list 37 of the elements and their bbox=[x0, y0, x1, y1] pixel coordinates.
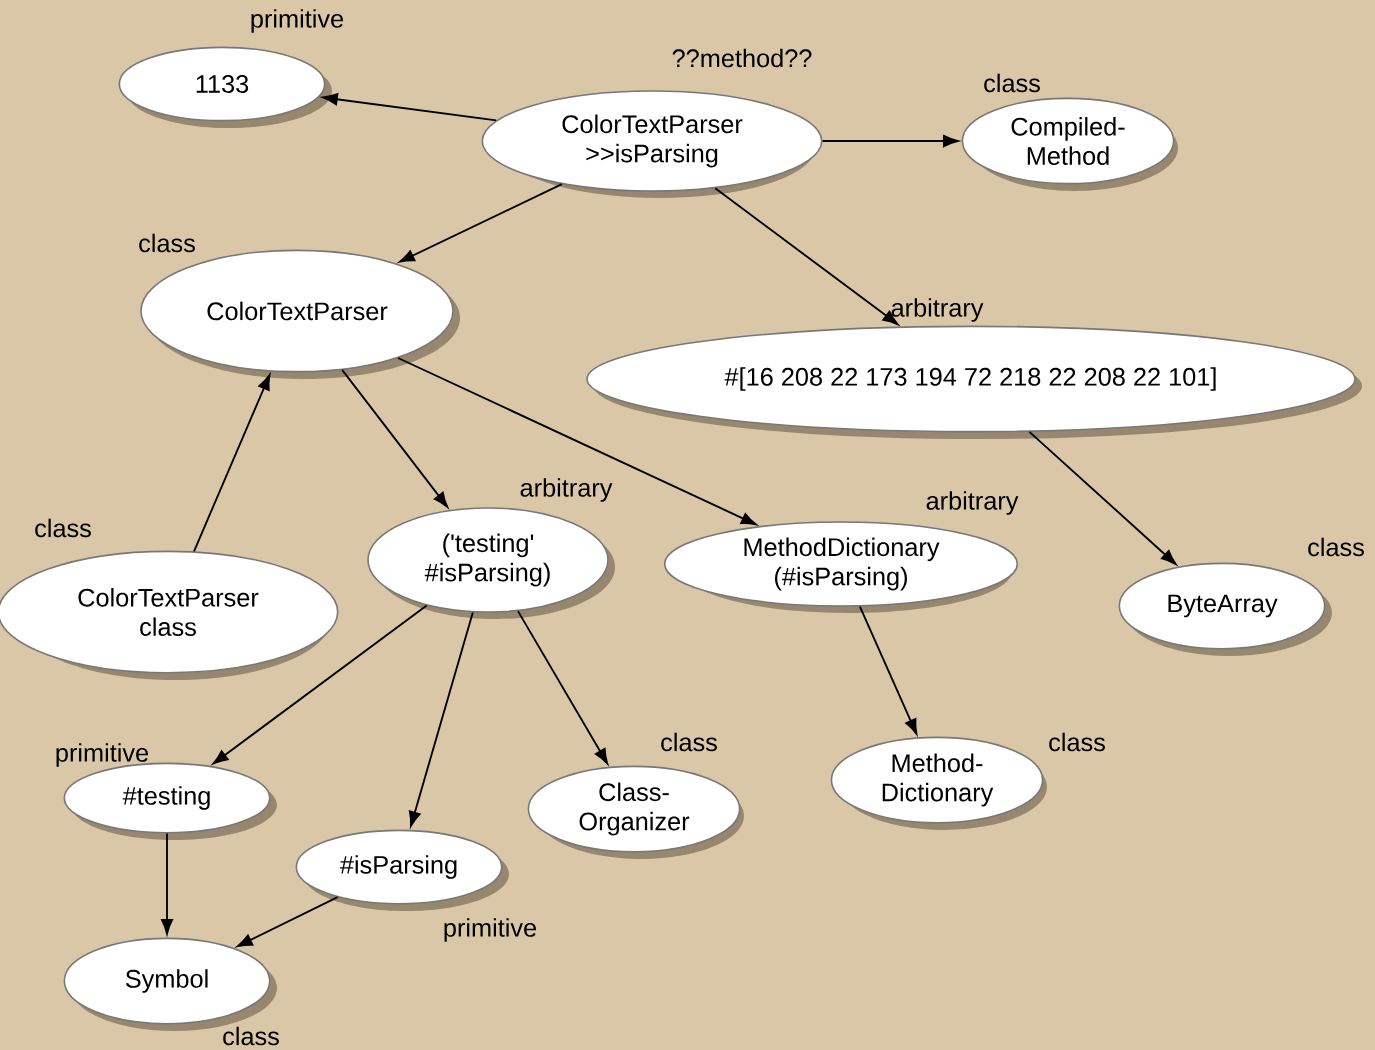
arrow bbox=[408, 611, 474, 827]
type-label: primitive bbox=[444, 918, 536, 942]
arrow bbox=[193, 374, 271, 553]
ellipse-node: Compiled- Method bbox=[961, 97, 1178, 191]
arrow bbox=[821, 135, 959, 148]
arrow bbox=[236, 896, 339, 948]
type-label: class bbox=[1049, 732, 1105, 752]
ellipse-node: Method- Dictionary bbox=[830, 736, 1047, 830]
ellipse-node: #[16 208 22 173 194 72 218 22 208 22 101] bbox=[586, 325, 1362, 440]
type-label: arbitrary bbox=[520, 478, 613, 502]
type-label: primitive bbox=[251, 9, 343, 33]
ellipse-node: MethodDictionary (#isParsing) bbox=[663, 521, 1019, 613]
ellipse-node: ColorTextParser >>isParsing bbox=[481, 90, 823, 198]
type-label: class bbox=[984, 73, 1040, 93]
arrow bbox=[322, 93, 498, 122]
ellipse-node: ByteArray bbox=[1118, 562, 1332, 656]
type-label: class bbox=[1308, 537, 1364, 557]
arrow bbox=[859, 605, 918, 735]
arrow bbox=[399, 183, 563, 263]
type-label: ??method?? bbox=[672, 48, 812, 68]
ellipse-node: 1133 bbox=[118, 46, 332, 129]
ellipse-node: #testing bbox=[63, 762, 277, 840]
arrow bbox=[161, 832, 173, 935]
arrow bbox=[714, 187, 899, 325]
arrow bbox=[341, 368, 449, 508]
type-label: class bbox=[661, 732, 717, 752]
arrow bbox=[517, 610, 609, 765]
arrow bbox=[212, 604, 428, 765]
ellipse-node: ColorTextParser class bbox=[0, 550, 339, 681]
type-label: class bbox=[35, 518, 91, 538]
ellipse-node: ('testing' #isParsing) bbox=[367, 507, 615, 619]
type-label: arbitrary bbox=[926, 491, 1019, 515]
ellipse-node: #isParsing bbox=[295, 829, 509, 912]
arrow bbox=[1028, 430, 1177, 565]
type-label: arbitrary bbox=[891, 298, 984, 322]
arrow bbox=[397, 357, 757, 526]
ellipse-node: Class- Organizer bbox=[527, 765, 744, 859]
